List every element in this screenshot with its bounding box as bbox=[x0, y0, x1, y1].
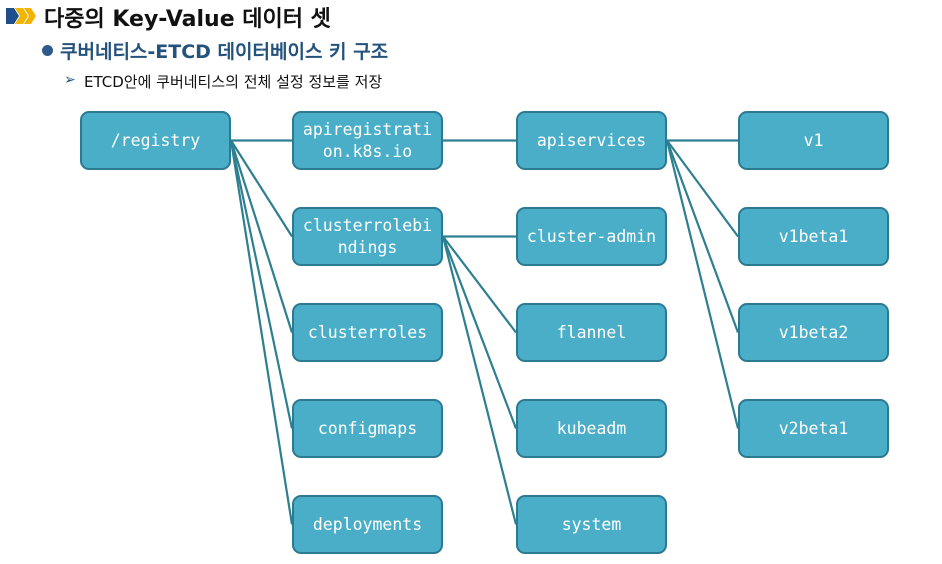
node-kubeadm[interactable]: kubeadm bbox=[516, 399, 667, 458]
node-configmaps[interactable]: configmaps bbox=[292, 399, 443, 458]
connector-registry-deployments bbox=[229, 140, 294, 525]
connector-registry-configmaps bbox=[229, 140, 294, 429]
slide-subtitle: 쿠버네티스-ETCD 데이터베이스 키 구조 bbox=[60, 41, 389, 63]
connector-clusterrolebindings-kubeadm bbox=[441, 236, 518, 429]
arrow-bullet-icon: ➢ bbox=[64, 72, 76, 88]
node-apiregistration-k8s-io[interactable]: apiregistration.k8s.io bbox=[292, 111, 443, 170]
node-clusterroles[interactable]: clusterroles bbox=[292, 303, 443, 362]
node-v1beta1[interactable]: v1beta1 bbox=[738, 207, 889, 266]
connector-apiservices-v1beta1 bbox=[666, 139, 739, 238]
node-clusterrolebindings[interactable]: clusterrolebindings bbox=[292, 207, 443, 266]
bullet-dot-icon bbox=[42, 45, 53, 56]
connector-apiservices-v2beta1 bbox=[665, 140, 740, 429]
node-v1[interactable]: v1 bbox=[738, 111, 889, 170]
title-chevron-icon bbox=[6, 8, 36, 24]
node-v2beta1[interactable]: v2beta1 bbox=[738, 399, 889, 458]
connector-clusterrolebindings-flannel bbox=[442, 235, 517, 334]
node-system[interactable]: system bbox=[516, 495, 667, 554]
connector-clusterrolebindings-system bbox=[441, 236, 518, 525]
node-cluster-admin[interactable]: cluster-admin bbox=[516, 207, 667, 266]
node-apiservices[interactable]: apiservices bbox=[516, 111, 667, 170]
node-deployments[interactable]: deployments bbox=[292, 495, 443, 554]
node-flannel[interactable]: flannel bbox=[516, 303, 667, 362]
connector-apiservices-v1beta2 bbox=[665, 140, 740, 333]
slide-description: ETCD안에 쿠버네티스의 전체 설정 정보를 저장 bbox=[84, 73, 383, 91]
node-v1beta2[interactable]: v1beta2 bbox=[738, 303, 889, 362]
connector-registry-clusterrolebindings bbox=[230, 139, 293, 238]
connector-registry-clusterroles bbox=[229, 140, 294, 333]
node-registry[interactable]: /registry bbox=[80, 111, 231, 170]
slide-title: 다중의 Key-Value 데이터 셋 bbox=[44, 7, 331, 32]
